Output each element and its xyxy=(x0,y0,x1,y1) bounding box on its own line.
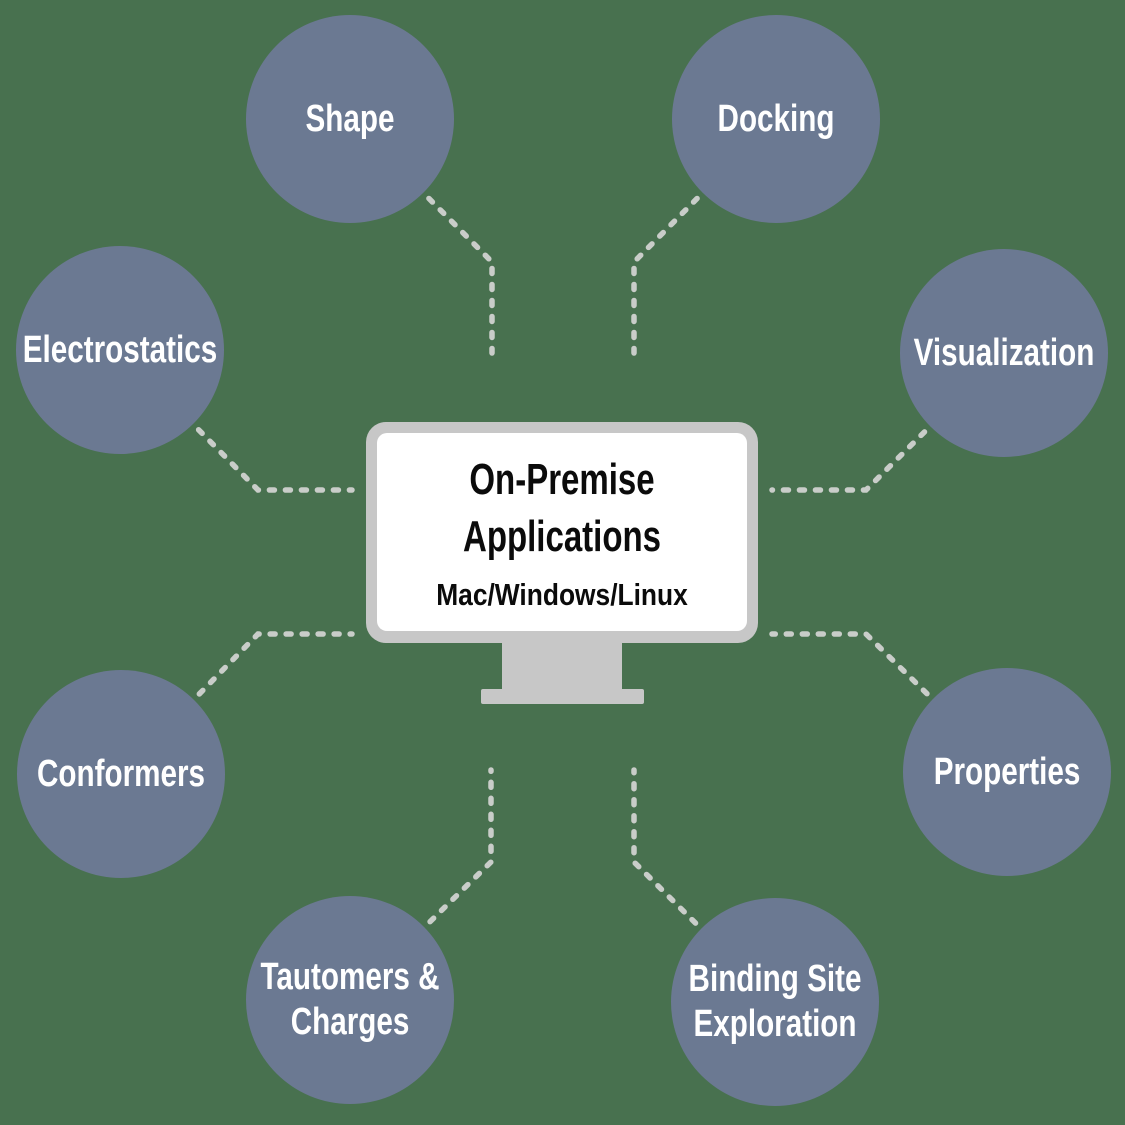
node-shape: Shape xyxy=(246,15,454,223)
node-visualization: Visualization xyxy=(900,249,1108,457)
node-electrostatics: Electrostatics xyxy=(16,246,224,454)
node-label: Properties xyxy=(933,750,1081,793)
node-label: Docking xyxy=(717,97,835,140)
node-binding-site-exploration: Binding Site Exploration xyxy=(671,898,879,1106)
monitor-subtitle: Mac/Windows/Linux xyxy=(436,577,688,613)
node-conformers: Conformers xyxy=(17,670,225,878)
node-properties: Properties xyxy=(903,668,1111,876)
monitor-graphic: On-Premise Applications Mac/Windows/Linu… xyxy=(366,422,758,643)
node-label: Binding Site Exploration xyxy=(688,958,862,1045)
node-label: Visualization xyxy=(913,331,1095,374)
node-docking: Docking xyxy=(672,15,880,223)
node-tautomers-charges: Tautomers & Charges xyxy=(246,896,454,1104)
node-label: Electrostatics xyxy=(22,328,218,371)
monitor-stand-neck xyxy=(502,643,622,689)
node-label: Tautomers & Charges xyxy=(260,956,440,1043)
monitor-title: On-Premise Applications xyxy=(462,454,662,561)
node-label: Shape xyxy=(305,97,395,140)
monitor-screen: On-Premise Applications Mac/Windows/Linu… xyxy=(377,433,747,631)
monitor-stand-base xyxy=(481,689,644,704)
node-label: Conformers xyxy=(37,752,205,795)
